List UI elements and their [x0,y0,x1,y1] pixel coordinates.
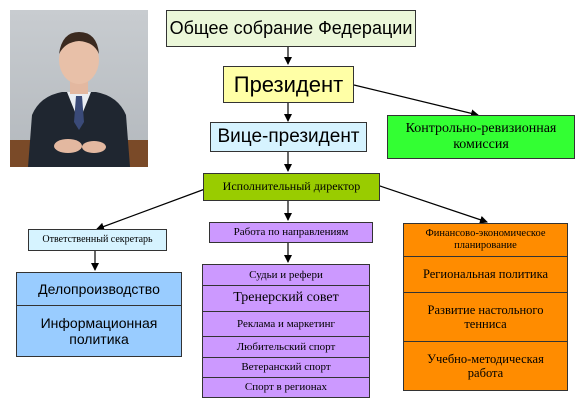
president-box: Президент [223,66,354,103]
list-item: Ветеранский спорт [202,357,370,378]
portrait-photo-drawing [10,10,148,167]
president-label: Президент [233,71,344,97]
directions-list: Судьи и рефери Тренерский совет Реклама … [202,264,370,398]
general-assembly-label: Общее собрание Федерации [169,18,413,39]
directions-item-label: Ветеранский спорт [241,361,331,374]
finance-item-label: Региональная политика [422,267,549,282]
audit-commission-label: Контрольно-ревизионная комиссия [405,120,557,152]
list-item: Региональная политика [403,256,568,293]
secretary-list: Делопроизводство Информационная политика [16,272,182,357]
secretary-item-label: Информационная политика [40,314,158,347]
directions-item-label: Тренерский совет [233,290,339,306]
vice-president-box: Вице-президент [210,122,367,152]
financial-planning-label: Финансово-экономическое планирование [425,227,546,251]
list-item: Информационная политика [16,305,182,357]
general-assembly-box: Общее собрание Федерации [166,10,416,47]
arrow-executive-finance [379,185,488,224]
directions-item-label: Спорт в регионах [244,381,328,394]
list-item: Развитие настольного тенниса [403,292,568,342]
arrow-president-audit [353,84,479,118]
arrow-executive-secretary [96,188,206,231]
list-item: Учебно-методическая работа [403,341,568,391]
financial-planning-box: Финансово-экономическое планирование [403,223,568,257]
portrait-photo [10,10,148,167]
responsible-secretary-label: Ответственный секретарь [42,234,153,246]
list-item: Спорт в регионах [202,377,370,398]
list-item: Любительский спорт [202,336,370,358]
executive-director-box: Исполнительный директор [203,173,380,201]
finance-item-label: Учебно-методическая работа [427,351,544,380]
list-item: Реклама и маркетинг [202,311,370,337]
list-item: Делопроизводство [16,272,182,306]
directions-item-label: Любительский спорт [236,340,336,353]
responsible-secretary-box: Ответственный секретарь [28,229,167,251]
list-item: Тренерский совет [202,285,370,312]
executive-director-label: Исполнительный директор [222,179,361,194]
audit-commission-box: Контрольно-ревизионная комиссия [387,115,575,159]
finance-list: Региональная политика Развитие настольно… [403,256,568,391]
directions-work-box: Работа по направлениям [209,222,373,243]
secretary-item-label: Делопроизводство [38,280,160,297]
finance-item-label: Развитие настольного тенниса [427,302,544,331]
directions-item-label: Судьи и рефери [249,268,323,281]
directions-item-label: Реклама и маркетинг [236,317,336,330]
list-item: Судьи и рефери [202,264,370,286]
directions-work-label: Работа по направлениям [233,226,349,239]
vice-president-label: Вице-президент [217,126,360,148]
